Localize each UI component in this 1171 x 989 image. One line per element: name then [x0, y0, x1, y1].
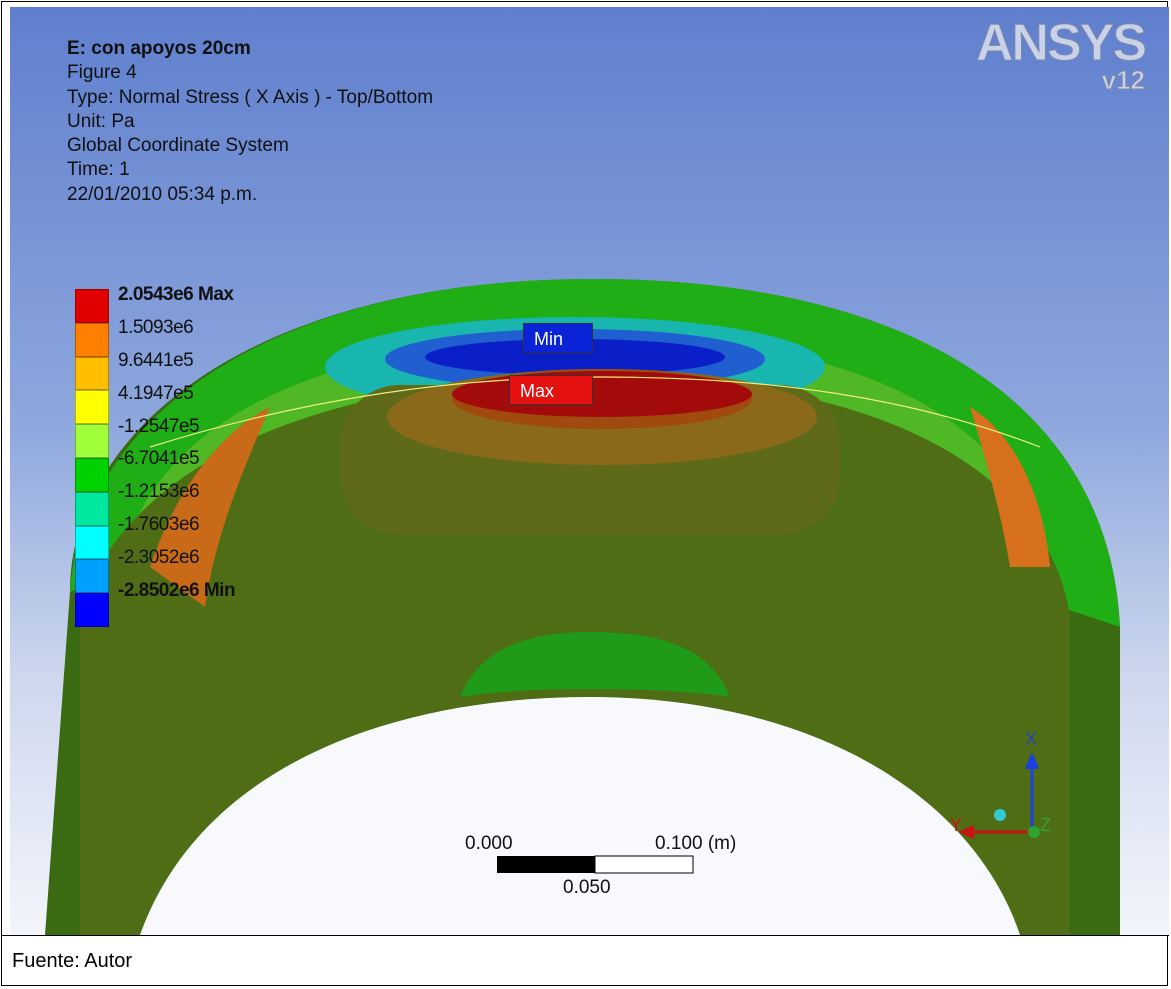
legend-value: -6.7041e5 [118, 448, 200, 470]
hotspot-right [970, 407, 1050, 567]
hotspot-left [150, 407, 270, 607]
result-timestamp: 22/01/2010 05:34 p.m. [67, 183, 258, 205]
result-title: E: con apoyos 20cm [67, 38, 251, 59]
scale-bar-white [594, 855, 694, 874]
legend-value: -1.7603e6 [118, 514, 200, 536]
legend-value: -1.2547e5 [118, 415, 200, 437]
edge-line [149, 376, 1041, 448]
color-legend [75, 289, 109, 627]
stress-contour-model [45, 278, 1120, 935]
opening [140, 697, 1020, 935]
legend-value: -1.2153e6 [118, 481, 200, 503]
result-unit: Unit: Pa [67, 110, 135, 132]
legend-band [75, 593, 109, 627]
triad-x-label: X [1025, 729, 1038, 749]
legend-band [75, 424, 109, 458]
scale-bar-black [497, 856, 595, 873]
coordinate-system: Global Coordinate System [67, 135, 289, 157]
source-caption: Fuente: Autor [12, 950, 133, 972]
result-time: Time: 1 [67, 159, 130, 181]
legend-value: 2.0543e6 Max [118, 284, 234, 305]
result-info: E: con apoyos 20cm Figure 4 Type: Normal… [67, 37, 433, 207]
legend-band [75, 525, 109, 560]
logo-version: v12 [1101, 65, 1145, 95]
caption-divider [2, 935, 1169, 936]
scale-end-label: 0.100 (m) [655, 833, 737, 854]
legend-band [75, 491, 109, 526]
legend-band [75, 457, 109, 492]
scale-mid-label: 0.050 [563, 877, 611, 898]
triad-y-label: Y [950, 815, 963, 835]
result-type: Type: Normal Stress ( X Axis ) - Top/Bot… [67, 86, 434, 108]
logo-brand: ANSYS [975, 14, 1147, 72]
lower-band [460, 632, 730, 697]
max-probe-label[interactable]: Max [509, 375, 593, 405]
legend-value: -2.3052e6 [118, 547, 200, 569]
triad-iso-ball [994, 809, 1006, 821]
legend-value: 4.1947e5 [118, 382, 194, 404]
legend-value: 1.5093e6 [118, 316, 194, 338]
triad-z-dot [1028, 826, 1040, 838]
scale-start-label: 0.000 [465, 833, 513, 854]
min-probe-label[interactable]: Min [523, 323, 593, 353]
legend-band [75, 322, 109, 357]
legend-value: -2.8502e6 Min [118, 580, 236, 602]
triad-x-arrow [1025, 752, 1039, 769]
triad-y-arrow [958, 825, 974, 839]
triad-z-label: Z [1040, 815, 1051, 835]
legend-band [75, 289, 109, 323]
graphics-viewport: E: con apoyos 20cm Figure 4 Type: Normal… [10, 7, 1169, 935]
max-zone [452, 371, 752, 417]
legend-band [75, 356, 109, 391]
figure-label: Figure 4 [67, 62, 137, 84]
legend-band [75, 559, 109, 594]
ansys-logo: ANSYS v12 [975, 14, 1147, 95]
legend-labels: 2.0543e6 Max 1.5093e6 9.6441e5 4.1947e5 -1.2… [118, 279, 236, 608]
min-zone-core [425, 339, 725, 375]
legend-value: 9.6441e5 [118, 349, 194, 371]
legend-band [75, 390, 109, 425]
